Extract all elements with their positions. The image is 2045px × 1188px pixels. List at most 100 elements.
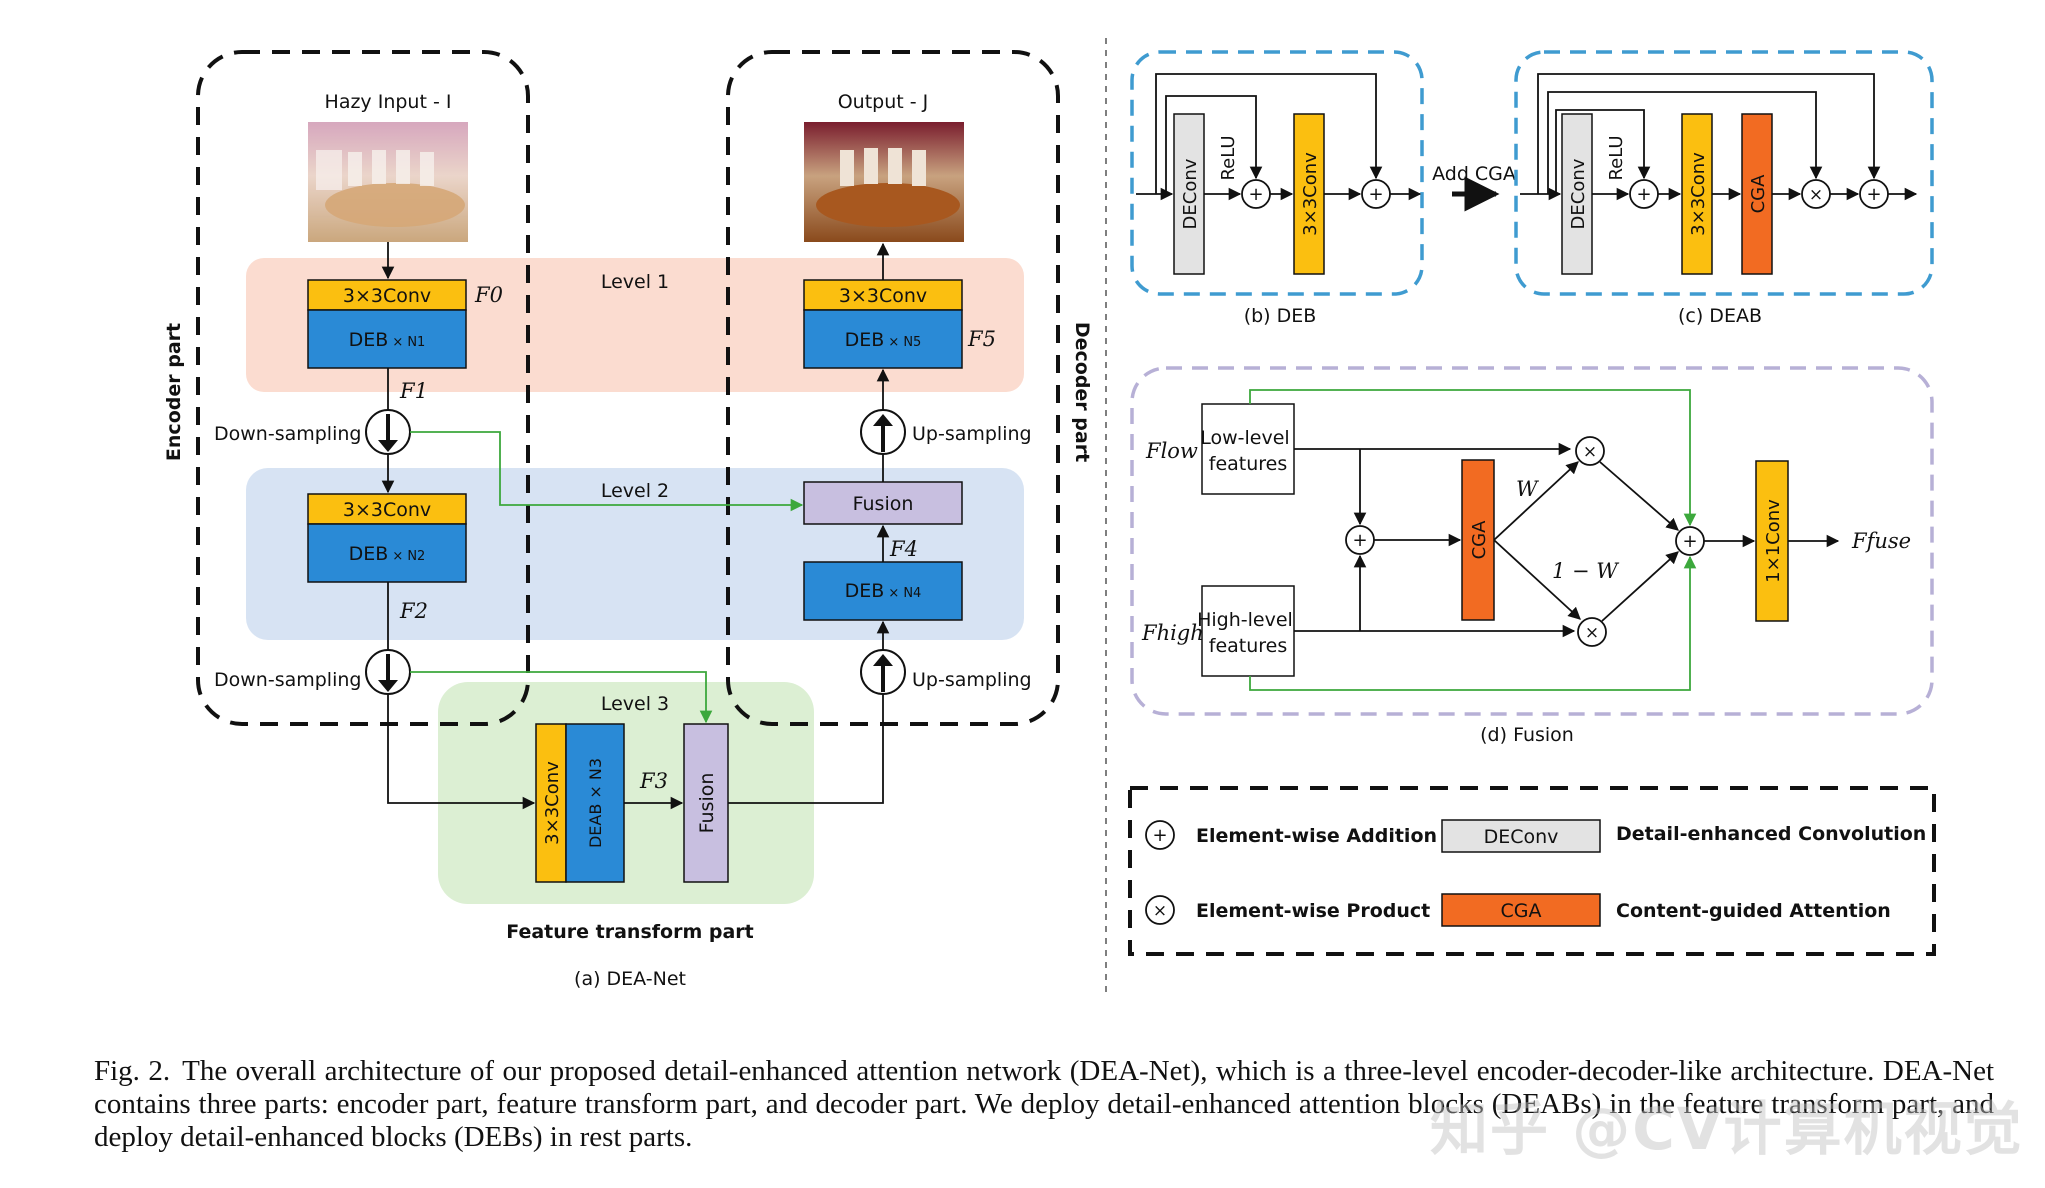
dea-net-panel: Encoder part Decoder part Level 1 Level … bbox=[163, 50, 1093, 990]
deab-skip-mid bbox=[1547, 91, 1823, 194]
down-sampling-2-label: Down-sampling bbox=[214, 669, 361, 691]
fusion-mul-low-to-add bbox=[1599, 461, 1679, 531]
up-sampling-1-label: Up-sampling bbox=[912, 423, 1032, 445]
deb-skip-outer bbox=[1155, 73, 1383, 194]
caption-label: Fig. 2. bbox=[94, 1055, 171, 1087]
deab-conv-label: 3×3Conv bbox=[1688, 152, 1709, 236]
deb-outline bbox=[1130, 50, 1424, 296]
fusion-outline bbox=[1130, 366, 1934, 716]
legend-add-icon: + bbox=[1145, 820, 1175, 850]
dec-l1-deb-label: DEB× N5 bbox=[845, 329, 922, 351]
fusion-add-2: + bbox=[1675, 526, 1705, 556]
output-image bbox=[804, 122, 964, 242]
level2-label: Level 2 bbox=[601, 480, 669, 502]
high-features-box bbox=[1201, 585, 1295, 677]
legend-deconv-box bbox=[1441, 819, 1601, 853]
f-high-label: Fhigh bbox=[1141, 621, 1204, 645]
decoder-part-label: Decoder part bbox=[1071, 322, 1093, 462]
level3-band bbox=[438, 682, 814, 904]
f5-label: F5 bbox=[967, 327, 996, 351]
dea-net-subcaption: (a) DEA-Net bbox=[574, 968, 686, 990]
figure-caption: Fig. 2.The overall architecture of our p… bbox=[94, 1055, 1994, 1154]
svg-text:+: + bbox=[1866, 184, 1881, 205]
decoder-outline bbox=[726, 50, 1060, 726]
deb-deconv-label: DEConv bbox=[1180, 158, 1201, 229]
add-cga-label: Add CGA bbox=[1432, 163, 1516, 185]
l3-fusion-label: Fusion bbox=[696, 773, 718, 834]
w-label: W bbox=[1516, 477, 1540, 501]
down-sampling-2 bbox=[365, 649, 411, 695]
legend: + Element-wise Addition × Element-wise P… bbox=[1128, 786, 1936, 956]
fusion-add-1: + bbox=[1345, 525, 1375, 555]
deab-add-1: + bbox=[1629, 179, 1659, 209]
up-sampling-1 bbox=[860, 409, 906, 455]
hazy-input-image bbox=[308, 122, 468, 242]
f4-label: F4 bbox=[889, 537, 918, 561]
svg-text:+: + bbox=[1682, 531, 1697, 552]
down-sampling-1 bbox=[365, 409, 411, 455]
svg-text:+: + bbox=[1152, 825, 1167, 846]
dec-l1-conv bbox=[803, 279, 963, 311]
enc-l2-conv bbox=[307, 493, 467, 525]
svg-text:×: × bbox=[1585, 623, 1599, 643]
deab-cga-box bbox=[1741, 113, 1773, 275]
fusion-w-arrow bbox=[1493, 461, 1579, 541]
f-low-label: Flow bbox=[1145, 439, 1198, 463]
svg-text:×: × bbox=[1583, 442, 1597, 462]
fusion-subcaption: (d) Fusion bbox=[1480, 724, 1574, 746]
legend-deconv-box-label: DEConv bbox=[1484, 826, 1559, 848]
legend-cga-box-label: CGA bbox=[1501, 900, 1542, 922]
fusion-mul-high: × bbox=[1577, 617, 1607, 647]
feature-transform-label: Feature transform part bbox=[506, 921, 753, 943]
down-sampling-1-label: Down-sampling bbox=[214, 423, 361, 445]
svg-text:+: + bbox=[1636, 184, 1651, 205]
encoder-part-label: Encoder part bbox=[163, 323, 185, 461]
legend-outline bbox=[1128, 786, 1936, 956]
legend-cga-box bbox=[1441, 893, 1601, 927]
fusion-1mw-arrow bbox=[1493, 539, 1581, 620]
svg-text:×: × bbox=[1153, 901, 1167, 921]
dec-l2-deb bbox=[803, 561, 963, 621]
legend-deconv-desc: Detail-enhanced Convolution bbox=[1616, 823, 1926, 845]
deab-relu-label: ReLU bbox=[1606, 135, 1627, 180]
enc-l2-deb-label: DEB× N2 bbox=[349, 543, 426, 565]
deab-panel: DEConv ReLU 3×3Conv CGA + × + (c) DEAB bbox=[1514, 50, 1934, 327]
deab-deconv-label: DEConv bbox=[1568, 158, 1589, 229]
svg-text:+: + bbox=[1248, 184, 1263, 205]
deab-skip-inner bbox=[1555, 109, 1651, 194]
legend-addition-label: Element-wise Addition bbox=[1196, 825, 1437, 847]
svg-text:+: + bbox=[1368, 184, 1383, 205]
arrow-to-l3-conv bbox=[387, 694, 536, 810]
hazy-input-label: Hazy Input - I bbox=[325, 91, 452, 113]
deb-subcaption: (b) DEB bbox=[1244, 305, 1317, 327]
f1-label: F1 bbox=[399, 379, 428, 403]
deb-add-1: + bbox=[1241, 179, 1271, 209]
enc-l2-conv-label: 3×3Conv bbox=[343, 499, 431, 521]
up-sampling-2 bbox=[860, 649, 906, 695]
deab-subcaption: (c) DEAB bbox=[1678, 305, 1762, 327]
f-fuse-label: Ffuse bbox=[1851, 529, 1911, 553]
l3-conv-label: 3×3Conv bbox=[542, 761, 563, 845]
high-features-label: High-level features bbox=[1197, 609, 1299, 657]
fusion-green-high bbox=[1249, 555, 1697, 691]
level3-label: Level 3 bbox=[601, 693, 669, 715]
f3-label: F3 bbox=[639, 769, 668, 793]
deb-conv-label: 3×3Conv bbox=[1300, 152, 1321, 236]
fusion-mul-high-to-add bbox=[1601, 551, 1679, 622]
dec-l2-deb-label: DEB× N4 bbox=[845, 580, 922, 602]
deb-skip-inner bbox=[1165, 95, 1263, 194]
deb-conv-box bbox=[1293, 113, 1325, 275]
deab-add-2: + bbox=[1859, 179, 1889, 209]
fusion-cga-box bbox=[1461, 459, 1495, 621]
enc-l2-deb bbox=[307, 523, 467, 583]
deab-conv-box bbox=[1681, 113, 1713, 275]
level1-label: Level 1 bbox=[601, 271, 669, 293]
fusion-green-low bbox=[1249, 389, 1697, 527]
deab-mul: × bbox=[1801, 179, 1831, 209]
fusion-conv1x1-box bbox=[1755, 460, 1789, 622]
deb-panel: DEConv ReLU 3×3Conv + + (b) DEB bbox=[1130, 50, 1424, 327]
fusion-conv1x1-label: 1×1Conv bbox=[1763, 499, 1784, 583]
enc-l1-conv bbox=[307, 279, 467, 311]
watermark: 知乎 @CV计算机视觉 bbox=[1430, 1095, 2024, 1163]
